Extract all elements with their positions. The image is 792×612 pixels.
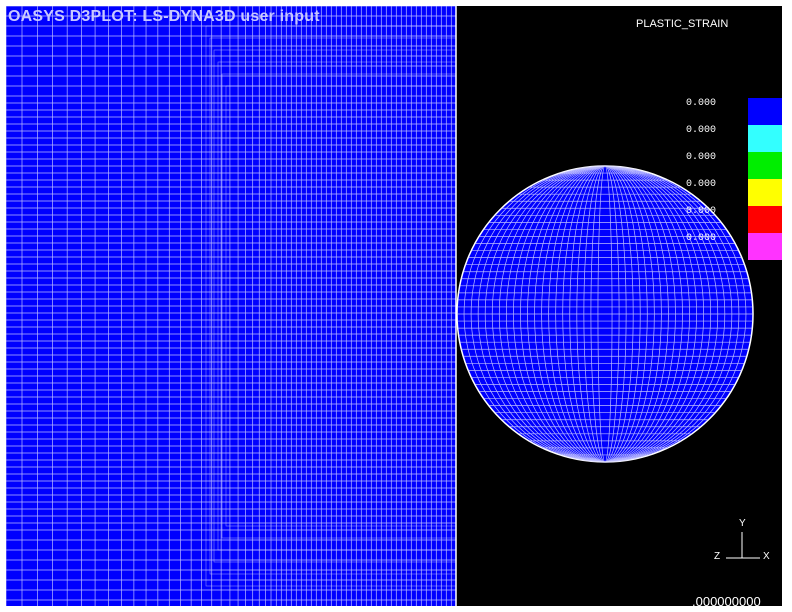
legend-swatch: [748, 125, 782, 152]
plate-mesh-lines: [6, 6, 456, 606]
mesh-scene[interactable]: [6, 6, 782, 606]
legend-level-label: 0.000: [686, 125, 717, 136]
legend-level-1: 0.000: [686, 98, 782, 125]
graphics-viewport[interactable]: OASYS D3PLOT: LS-DYNA3D user input PLAST…: [6, 6, 782, 606]
legend-level-label: 0.000: [686, 179, 717, 190]
legend-swatch: [748, 98, 782, 125]
legend-level-3: 0.000: [686, 152, 782, 179]
legend-level-label: 0.000: [686, 233, 717, 244]
axis-triad-icon: Y Z X: [712, 518, 772, 568]
legend-swatch: [748, 233, 782, 260]
y-axis-label: Y: [739, 518, 746, 529]
sphere-mesh-lines: [457, 165, 753, 463]
x-axis-label: X: [763, 551, 770, 562]
axis-triad-graphic: [726, 532, 760, 559]
contour-legend: 0.000 0.000 0.000 0.000 0.000 0.000: [686, 98, 782, 260]
z-axis-label: Z: [714, 551, 721, 562]
legend-swatch: [748, 152, 782, 179]
legend-level-label: 0.000: [686, 98, 717, 109]
legend-level-label: 0.000: [686, 206, 717, 217]
time-readout: .000000000: [692, 594, 761, 606]
window-title: OASYS D3PLOT: LS-DYNA3D user input: [8, 8, 320, 25]
legend-level-label: 0.000: [686, 152, 717, 163]
contour-variable-label: PLASTIC_STRAIN: [636, 18, 729, 30]
legend-level-5: 0.000: [686, 206, 782, 233]
legend-level-6: 0.000: [686, 233, 782, 260]
legend-swatch: [748, 206, 782, 233]
legend-level-4: 0.000: [686, 179, 782, 206]
legend-level-2: 0.000: [686, 125, 782, 152]
legend-swatch: [748, 179, 782, 206]
